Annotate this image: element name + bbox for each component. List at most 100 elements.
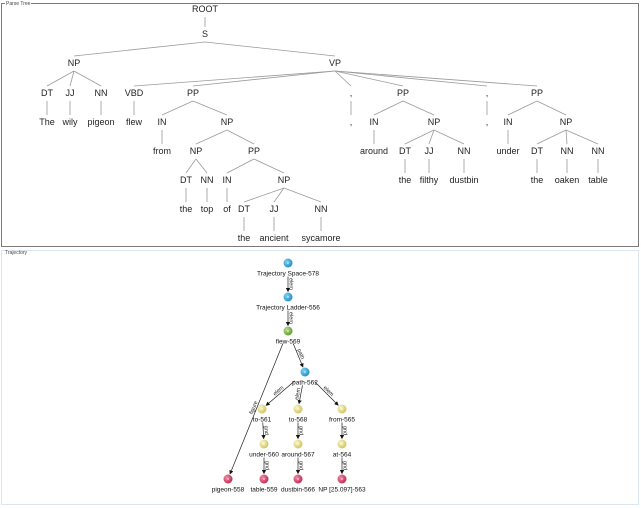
graph-edge-label: gnd [264, 461, 270, 470]
graph-node-label: table-559 [250, 487, 277, 494]
tree-node-nn4: NN [458, 146, 471, 156]
tree-node-pp1: PP [187, 88, 199, 98]
tree-word-the2: the [180, 204, 193, 214]
tree-edge [133, 70, 336, 87]
node-glyph-icon [297, 478, 299, 480]
graph-node-label: dustbin-566 [281, 487, 315, 494]
graph-node-label: under-560 [249, 452, 279, 459]
tree-edge [69, 70, 75, 87]
graph-node-label: path-562 [292, 380, 318, 387]
graph-node-label: around-567 [281, 452, 315, 459]
tree-word-from: from [153, 146, 171, 156]
graph-edge-label: elem [288, 312, 294, 324]
tree-word-of: of [223, 204, 231, 214]
node-glyph-icon [304, 371, 306, 373]
tree-edge [73, 41, 206, 57]
node-glyph-icon [297, 408, 299, 410]
tree-edge [243, 187, 285, 203]
tree-node-pp3: PP [397, 88, 409, 98]
graph-edge-label: elem [288, 278, 294, 290]
tree-word-sycamore: sycamore [301, 233, 340, 243]
graph-node-label: Trajectory Ladder-556 [256, 305, 320, 312]
tree-word-filthy: filthy [420, 175, 439, 185]
tree-edge [226, 158, 255, 174]
tree-node-pp2: PP [248, 146, 260, 156]
tree-edge [507, 100, 538, 116]
tree-node-nn3: NN [315, 204, 328, 214]
tree-node-dt1: DT [41, 88, 53, 98]
tree-word-oaken: oaken [555, 175, 580, 185]
tree-node-nn6: NN [592, 146, 605, 156]
tree-edge [192, 100, 228, 116]
tree-word-around: around [360, 146, 388, 156]
graph-edge-label: gnd [298, 461, 304, 470]
tree-edge [402, 100, 435, 116]
tree-edge [185, 158, 197, 174]
graph-node-label: at-564 [333, 452, 352, 459]
tree-edge [565, 129, 599, 145]
graph-edge-path-to568 [297, 385, 303, 405]
tree-edge [428, 129, 435, 145]
tree-word-under: under [496, 146, 519, 156]
tree-word-flew: flew [126, 117, 143, 127]
tree-node-vp: VP [329, 58, 341, 68]
tree-node-dt2: DT [180, 175, 192, 185]
tree-node-vbd: VBD [125, 88, 144, 98]
graph-node-label: Trajectory Space-578 [257, 271, 319, 278]
tree-word-wily: wily [62, 117, 78, 127]
tree-word-the1: The [39, 117, 55, 127]
node-glyph-icon [287, 262, 289, 264]
tree-node-comma2: , [486, 88, 489, 98]
node-glyph-icon [297, 443, 299, 445]
graph-edge-label: gnd [298, 426, 304, 435]
tree-edge [404, 129, 435, 145]
tree-node-nn1: NN [95, 88, 108, 98]
tree-node-in3: IN [370, 117, 379, 127]
tree-node-dt5: DT [531, 146, 543, 156]
graph-node-label: NP [25.097]-563 [318, 487, 366, 494]
graph-edge-to561-under560 [261, 422, 266, 440]
node-glyph-icon [287, 330, 289, 332]
graph-node-label: pigeon-558 [212, 487, 245, 494]
tree-edge [334, 70, 404, 87]
node-glyph-icon [261, 408, 263, 410]
tree-edge [195, 158, 208, 174]
node-glyph-icon [341, 408, 343, 410]
tree-edge [273, 187, 285, 203]
tree-edge [226, 129, 255, 145]
tree-word-ancient: ancient [259, 233, 289, 243]
tree-edge [253, 158, 285, 174]
tree-word-the4: the [399, 175, 412, 185]
graph-edge-label: elem [272, 385, 285, 398]
graph-edge-label: gnd [342, 426, 348, 435]
graph-edge-label: path [296, 348, 306, 360]
tree-node-in2: IN [223, 175, 232, 185]
graph-node-label: flew-569 [276, 339, 301, 346]
tree-node-jj2: JJ [270, 204, 279, 214]
tree-node-dt4: DT [399, 146, 411, 156]
tree-edge [195, 129, 228, 145]
graph-edge-path-from565 [314, 381, 339, 406]
tree-edge [565, 129, 568, 145]
parse-tree-panel-title: Parse Tree [5, 1, 32, 7]
tree-edge [204, 41, 336, 57]
tree-node-jj1: JJ [66, 88, 75, 98]
graph-edge-flew-path [292, 343, 304, 368]
tree-node-pp4: PP [531, 88, 543, 98]
graph-edge-flew-pigeon558 [229, 343, 284, 475]
tree-node-np1: NP [68, 58, 81, 68]
node-glyph-icon [263, 478, 265, 480]
tree-edge [334, 70, 488, 87]
tree-node-np3: NP [190, 146, 203, 156]
tree-node-np2: NP [221, 117, 234, 127]
tree-word-the3: the [238, 233, 251, 243]
tree-node-nn5: NN [561, 146, 574, 156]
tree-edge [373, 100, 404, 116]
graph-edge-label: figure [249, 400, 260, 415]
tree-node-dt3: DT [238, 204, 250, 214]
tree-edge [283, 187, 322, 203]
